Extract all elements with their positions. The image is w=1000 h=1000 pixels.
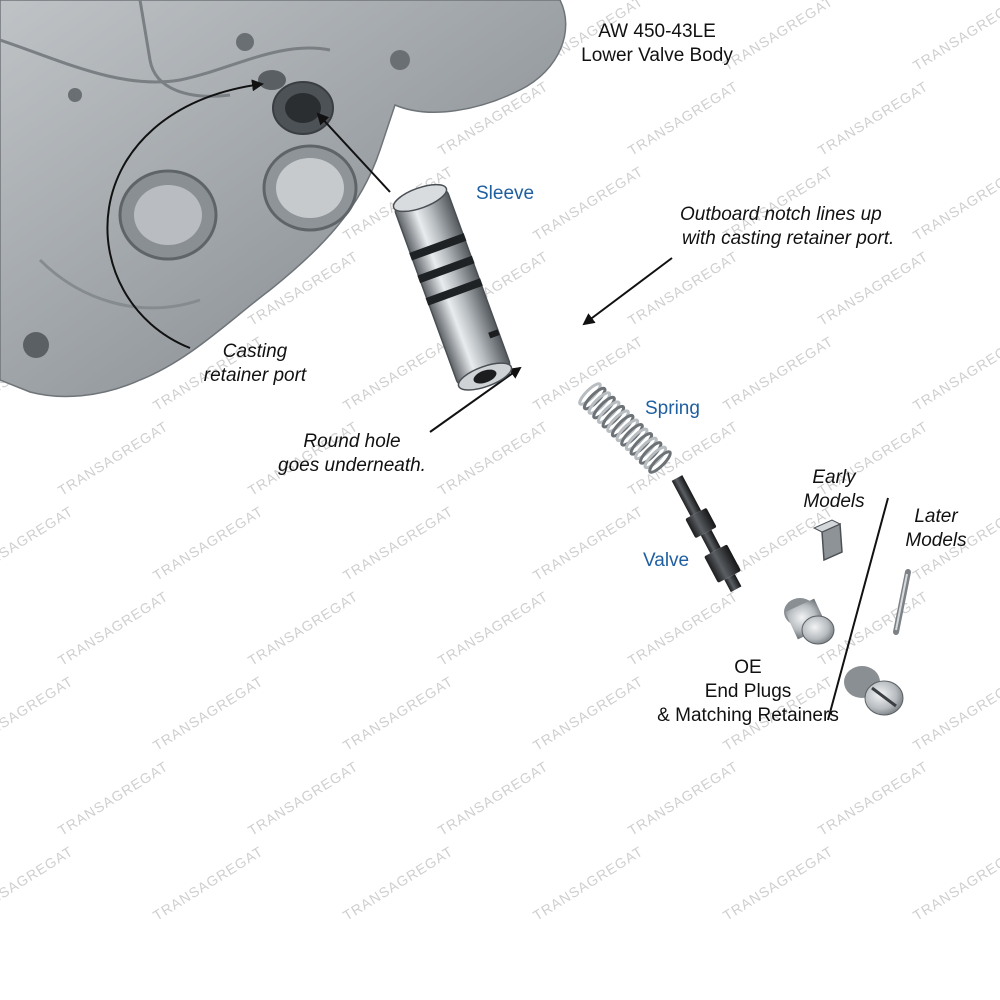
spring-coil <box>638 441 663 465</box>
early-line-2: Models <box>803 491 865 512</box>
sleeve-insert-arrow <box>316 112 391 193</box>
title-line-2: Lower Valve Body <box>581 45 733 66</box>
later-retainer-pin <box>893 569 911 635</box>
oe-line-3: & Matching Retainers <box>657 705 839 726</box>
valve-part <box>671 475 742 593</box>
diagram-title: AW 450-43LE Lower Valve Body <box>562 20 752 68</box>
round-line-2: goes underneath. <box>278 455 426 476</box>
spring-part <box>578 382 672 474</box>
spring-coil <box>624 427 649 452</box>
early-end-plug <box>784 598 835 645</box>
later-line-2: Models <box>905 530 967 551</box>
round-hole-arrow <box>429 366 522 433</box>
later-models-label: Later Models <box>894 505 978 553</box>
spring-coil <box>596 400 621 424</box>
casting-port-arrow <box>106 79 264 349</box>
spring-coil <box>582 386 607 411</box>
outboard-line-1: Outboard notch lines up <box>680 204 882 225</box>
early-retainer <box>812 519 843 562</box>
title-line-1: AW 450-43LE <box>598 21 716 42</box>
valve-body-casting <box>0 0 567 398</box>
oe-line-2: End Plugs <box>704 681 792 702</box>
sleeve-part <box>392 183 513 391</box>
oe-line-1: OE <box>734 657 762 678</box>
round-hole-callout: Round hole goes underneath. <box>262 430 442 478</box>
spring-coil <box>615 418 640 443</box>
leader-lines <box>106 79 889 721</box>
outboard-line-2: with casting retainer port. <box>682 228 895 249</box>
round-line-1: Round hole <box>303 431 401 452</box>
spring-coil <box>643 445 668 470</box>
spring-coil <box>601 404 626 429</box>
valve-label: Valve <box>643 550 690 571</box>
spring-label: Spring <box>645 398 700 419</box>
casting-line-2: retainer port <box>203 365 307 386</box>
oe-end-plugs-label: OE End Plugs & Matching Retainers <box>630 656 866 728</box>
spring-coil <box>634 436 658 461</box>
spring-coil <box>610 413 635 438</box>
spring-coil <box>592 395 616 420</box>
spring-coil <box>587 391 612 415</box>
spring-coil <box>648 450 672 474</box>
later-end-plug <box>844 666 904 716</box>
later-line-1: Later <box>914 506 958 527</box>
spring-coil <box>620 423 644 447</box>
spring-coil <box>578 382 602 406</box>
spring-coil <box>629 432 654 456</box>
spring-coil <box>606 409 630 433</box>
casting-line-1: Casting <box>222 341 288 362</box>
casting-retainer-callout: Casting retainer port <box>190 340 320 388</box>
outboard-notch-arrow <box>582 257 673 326</box>
outboard-notch-callout: Outboard notch lines up with casting ret… <box>680 203 894 251</box>
sleeve-label: Sleeve <box>476 183 535 204</box>
early-later-divider <box>827 497 889 721</box>
early-line-1: Early <box>812 467 856 488</box>
early-models-label: Early Models <box>792 466 876 514</box>
